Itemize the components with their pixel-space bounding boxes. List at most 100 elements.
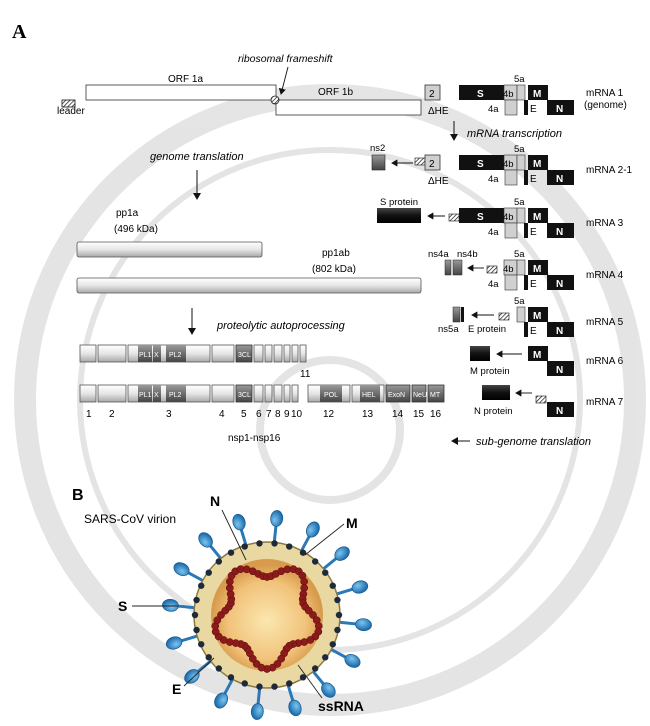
ns5a-label: ns5a: [438, 324, 459, 335]
x-domain: [153, 345, 161, 362]
scl-label: 3CL: [238, 392, 251, 399]
pp1a-bar: [76, 241, 263, 258]
gene5a-box: [516, 259, 526, 276]
nsp-number-10: 10: [291, 409, 303, 420]
pl1-domain: [138, 345, 152, 362]
spike-proteins: [162, 510, 372, 720]
leader-box: [448, 213, 460, 222]
virion-ssrna-line: [297, 664, 323, 699]
virion-s-label: S: [118, 598, 127, 614]
gene5a-box: [516, 207, 526, 224]
panel-label-a: A: [12, 21, 27, 43]
e-gene-label: E: [530, 279, 537, 290]
s-protein-label: S protein: [380, 197, 418, 208]
nsp-number-4: 4: [219, 409, 225, 420]
nsp-number-16: 16: [430, 409, 442, 420]
n-gene-label: N: [556, 104, 563, 115]
nsp-number-7: 7: [266, 409, 272, 420]
gene4a-box: [504, 222, 518, 239]
spike-head: [288, 699, 302, 717]
e-gene-box: [524, 100, 528, 115]
nsp6-box: [253, 344, 264, 363]
hel-label: HEL: [362, 392, 376, 399]
rna-bead: [213, 616, 222, 625]
n-gene-box: [547, 100, 574, 115]
e-protein-label: E protein: [468, 324, 506, 335]
leader-box: [61, 99, 76, 108]
exon-label: ExoN: [388, 392, 405, 399]
m-gene-box: [528, 85, 548, 100]
nsp10-box: [291, 344, 299, 363]
s-gene-label: S: [477, 89, 484, 100]
gene4a-box: [504, 169, 518, 186]
nsp-number-1: 1: [86, 409, 92, 420]
spike-head: [173, 562, 190, 577]
panel-label-b: B: [72, 487, 84, 504]
gene5a-box: [516, 154, 526, 171]
mrna-3-label: mRNA 3: [586, 218, 624, 229]
mrna-3-row: S protein S 4b 4a 5a E M N mRNA 3: [377, 197, 624, 239]
mrna-6-label: mRNA 6: [586, 356, 624, 367]
gene5a-box: [516, 306, 526, 323]
nsp-number-14: 14: [392, 409, 404, 420]
orf1b-box: [275, 99, 422, 116]
membrane-protein: [198, 641, 205, 648]
gene2-label: 2: [429, 159, 435, 170]
e-gene-label: E: [530, 326, 537, 337]
e-gene-box: [524, 275, 528, 290]
gene4a-box: [504, 274, 518, 291]
membrane-protein: [299, 674, 307, 681]
membrane-protein: [329, 641, 336, 648]
spike-head: [344, 653, 361, 668]
nsp-number-3: 3: [166, 409, 172, 420]
orf1a-box: [85, 84, 277, 101]
rna-bead: [225, 584, 234, 592]
nsp2-box: [97, 344, 127, 363]
mrna-5-label: mRNA 5: [586, 317, 624, 328]
membrane-protein: [271, 683, 278, 690]
pl2-domain: [166, 345, 186, 362]
membrane-protein: [311, 558, 319, 565]
m-gene-box: [528, 155, 548, 170]
scl-label: 3CL: [238, 352, 251, 359]
ns4a-protein: [444, 259, 452, 276]
gene4a-box: [504, 99, 518, 116]
n-gene-box: [547, 402, 574, 417]
nsp7-box: [264, 344, 273, 363]
n-gene-box: [547, 170, 574, 185]
nsp10-box: [291, 384, 299, 403]
pp1ab-kda-label: (802 kDa): [312, 264, 356, 275]
rna-bead: [300, 577, 309, 586]
nsp9-box: [283, 384, 291, 403]
mrna-7-label: mRNA 7: [586, 397, 624, 408]
nsp-number-13: 13: [362, 409, 374, 420]
neu-label: NeU: [413, 392, 427, 399]
nsp4-box: [211, 344, 235, 363]
m-gene-label: M: [533, 311, 541, 322]
spike-head: [321, 682, 336, 698]
leader-box: [486, 265, 498, 274]
membrane-protein: [215, 665, 223, 672]
nsp5-box: [235, 384, 253, 403]
nsp-row-1: PL1 X PL2 3CL 11: [79, 344, 311, 380]
n-protein-label: N protein: [474, 406, 513, 417]
mrna-7-row: N protein N mRNA 7: [474, 385, 624, 417]
e-gene-box: [524, 170, 528, 185]
membrane-protein: [322, 569, 329, 576]
ns2-label: ns2: [370, 143, 385, 154]
nsp6-box: [253, 384, 264, 403]
orf1a-label: ORF 1a: [168, 74, 203, 85]
membrane-protein: [205, 569, 212, 576]
nsp5-box: [235, 344, 253, 363]
dhe-label: ΔHE: [428, 106, 449, 117]
m-protein-label: M protein: [470, 366, 510, 377]
membrane-protein: [322, 654, 329, 661]
spike-head: [198, 532, 213, 548]
gene4b-label: 4b: [503, 212, 514, 223]
gene2-box: [424, 84, 441, 101]
x-label: X: [154, 392, 159, 399]
spike-head: [355, 618, 372, 632]
e-gene-box: [524, 322, 528, 337]
nsp8-box: [273, 384, 283, 403]
